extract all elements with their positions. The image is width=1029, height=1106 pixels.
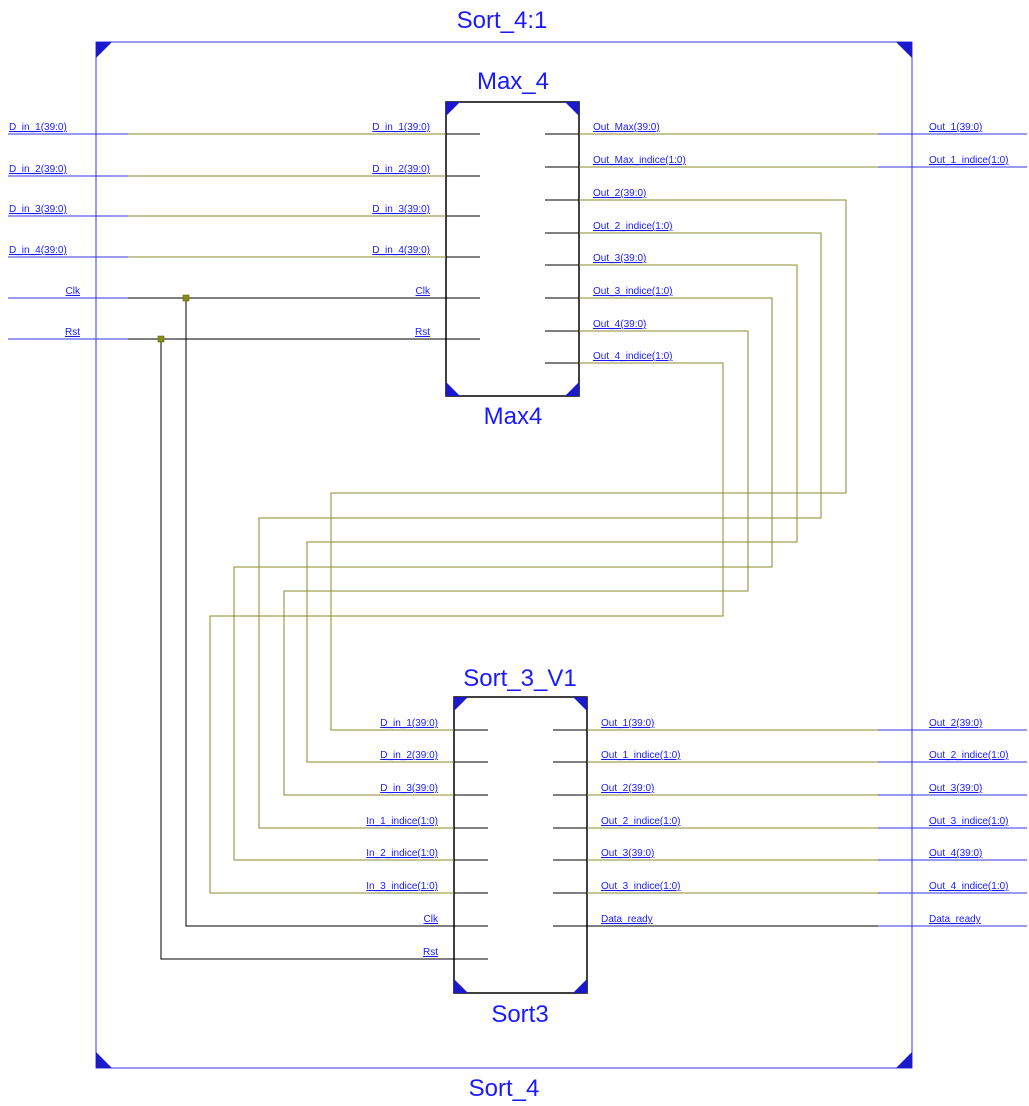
ext-out-label-4-indice: Out_4_indice(1:0) bbox=[929, 881, 1009, 892]
junction-rst bbox=[157, 335, 165, 343]
sort3-in-label-3: D_in_3(39:0) bbox=[380, 783, 438, 794]
sort3-out-label-data-ready: Data_ready bbox=[601, 914, 653, 925]
outer-frame bbox=[95, 41, 913, 1069]
max4-out-label-4: Out_2_indice(1:0) bbox=[593, 221, 673, 232]
junction-clk bbox=[182, 294, 190, 302]
wire-rst-to-sort3 bbox=[160, 339, 454, 960]
ext-in-label-2: D_in_2(39:0) bbox=[9, 164, 67, 175]
frame-corner-bottom-left bbox=[96, 1052, 112, 1068]
max4-out-label-2: Out_Max_indice(1:0) bbox=[593, 155, 686, 166]
max4-in-label-4: D_in_4(39:0) bbox=[372, 245, 430, 256]
sort3-out-label-1: Out_1(39:0) bbox=[601, 718, 654, 729]
ext-out-label-1: Out_1(39:0) bbox=[929, 122, 982, 133]
max4-out-label-5: Out_3(39:0) bbox=[593, 253, 646, 264]
sort3-out-label-5: Out_3(39:0) bbox=[601, 848, 654, 859]
top-level-type-label: Sort_4 bbox=[469, 1075, 540, 1102]
max4-type-name: Max4 bbox=[484, 403, 543, 430]
wire-max-out2-indice-to-in1-indice bbox=[258, 232, 822, 829]
ext-out-label-2: Out_2(39:0) bbox=[929, 718, 982, 729]
max4-block[interactable]: Max_4 Max4 D_in_1(39:0) D_in_2(39:0) D_i… bbox=[372, 68, 686, 430]
sort3-out-label-2: Out_1_indice(1:0) bbox=[601, 750, 681, 761]
sort3-output-wires bbox=[587, 729, 878, 927]
wire-max-out4-to-din3 bbox=[283, 330, 749, 796]
sort3-instance-name: Sort_3_V1 bbox=[463, 665, 576, 692]
max4-out-label-1: Out_Max(39:0) bbox=[593, 122, 660, 133]
sort3-type-name: Sort3 bbox=[491, 1001, 548, 1028]
sort3-in-label-5: In_2_indice(1:0) bbox=[366, 848, 438, 859]
ext-in-label-4: D_in_4(39:0) bbox=[9, 245, 67, 256]
ext-out-label-3-indice: Out_3_indice(1:0) bbox=[929, 816, 1009, 827]
frame-corner-bottom-right bbox=[896, 1052, 912, 1068]
sort3-in-label-6: In_3_indice(1:0) bbox=[366, 881, 438, 892]
ext-out-label-data-ready: Data_ready bbox=[929, 914, 981, 925]
ext-in-label-clk: Clk bbox=[66, 286, 81, 297]
ext-in-label-1: D_in_1(39:0) bbox=[9, 122, 67, 133]
top-level-title: Sort_4:1 bbox=[457, 7, 548, 34]
max4-out-label-6: Out_3_indice(1:0) bbox=[593, 286, 673, 297]
ext-out-label-1-indice: Out_1_indice(1:0) bbox=[929, 155, 1009, 166]
max4-instance-name: Max_4 bbox=[477, 68, 549, 95]
max4-in-label-3: D_in_3(39:0) bbox=[372, 204, 430, 215]
external-input-pins: D_in_1(39:0) D_in_2(39:0) D_in_3(39:0) D… bbox=[8, 122, 128, 340]
wire-clk-to-sort3 bbox=[185, 298, 454, 927]
ext-out-label-3: Out_3(39:0) bbox=[929, 783, 982, 794]
sort3-in-label-clk: Clk bbox=[424, 914, 439, 925]
sort3-out-label-3: Out_2(39:0) bbox=[601, 783, 654, 794]
sort3-in-label-rst: Rst bbox=[423, 947, 438, 958]
wire-max-out3-to-din2 bbox=[306, 264, 798, 763]
max4-in-label-rst: Rst bbox=[415, 327, 430, 338]
wire-max-out3-indice-to-in2-indice bbox=[233, 297, 773, 861]
max4-in-label-clk: Clk bbox=[416, 286, 431, 297]
ext-in-label-3: D_in_3(39:0) bbox=[9, 204, 67, 215]
wire-max-out4-indice-to-in3-indice bbox=[209, 362, 724, 894]
ext-out-label-2-indice: Out_2_indice(1:0) bbox=[929, 750, 1009, 761]
input-wires bbox=[128, 133, 454, 960]
frame-corner-top-left bbox=[96, 42, 112, 58]
frame-corner-top-right bbox=[896, 42, 912, 58]
wire-max-out2-to-din1 bbox=[330, 199, 847, 731]
sort3-in-label-1: D_in_1(39:0) bbox=[380, 718, 438, 729]
sort3-in-label-4: In_1_indice(1:0) bbox=[366, 816, 438, 827]
max4-in-label-2: D_in_2(39:0) bbox=[372, 164, 430, 175]
external-output-pins: Out_1(39:0) Out_1_indice(1:0) Out_2(39:0… bbox=[878, 122, 1027, 927]
ext-in-label-rst: Rst bbox=[65, 327, 80, 338]
sort3-out-label-6: Out_3_indice(1:0) bbox=[601, 881, 681, 892]
max4-in-label-1: D_in_1(39:0) bbox=[372, 122, 430, 133]
max4-out-label-7: Out_4(39:0) bbox=[593, 319, 646, 330]
sort3-block[interactable]: Sort_3_V1 Sort3 D_in_1(39:0) D_in_2(39:0… bbox=[366, 665, 680, 1028]
sort3-out-label-4: Out_2_indice(1:0) bbox=[601, 816, 681, 827]
max4-out-label-8: Out_4_indice(1:0) bbox=[593, 351, 673, 362]
sort3-in-label-2: D_in_2(39:0) bbox=[380, 750, 438, 761]
max4-output-wires bbox=[209, 133, 878, 894]
ext-out-label-4: Out_4(39:0) bbox=[929, 848, 982, 859]
max4-out-label-3: Out_2(39:0) bbox=[593, 188, 646, 199]
